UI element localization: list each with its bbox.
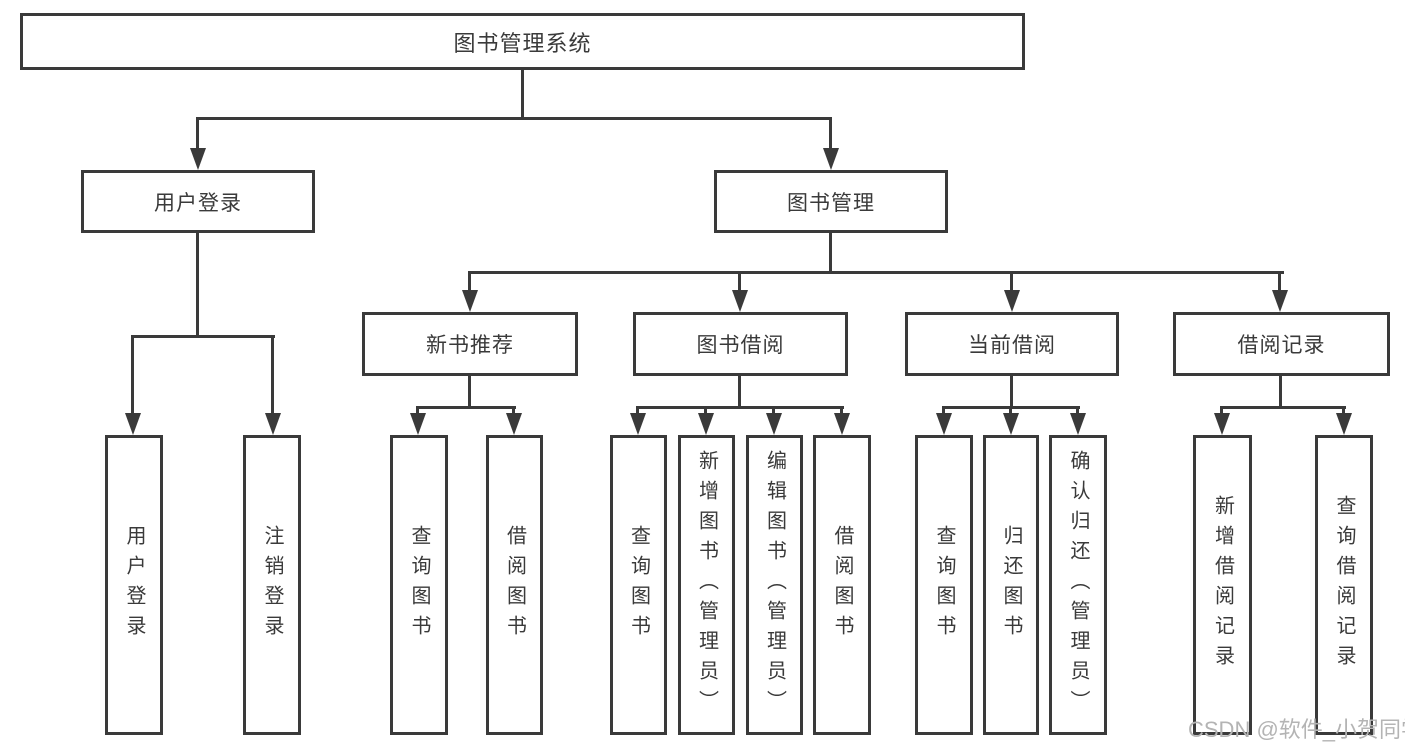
- connector-line: [1278, 271, 1281, 293]
- connector-arrow: [936, 413, 952, 435]
- connector-line: [1220, 406, 1223, 418]
- node-label: 新书推荐: [426, 334, 514, 357]
- node-label: 借阅图书: [831, 525, 853, 645]
- connector-arrow: [506, 413, 522, 435]
- node-borrowing-records: 借阅记录: [1173, 312, 1390, 376]
- connector-line: [772, 406, 775, 418]
- connector-line: [521, 70, 524, 119]
- connector-line: [468, 271, 471, 293]
- node-label: 查询借阅记录: [1333, 495, 1355, 675]
- leaf-confirm-return-admin: 确认归还（管理员）: [1049, 435, 1107, 735]
- node-book-management: 图书管理: [714, 170, 948, 233]
- node-label: 归还图书: [1000, 525, 1022, 645]
- leaf-logout-login: 注销登录: [243, 435, 301, 735]
- connector-line: [271, 335, 274, 415]
- connector-line: [1076, 406, 1079, 418]
- leaf-query-books-3: 查询图书: [915, 435, 973, 735]
- connector-line: [829, 233, 832, 274]
- connector-arrow: [1003, 413, 1019, 435]
- connector-arrow: [1336, 413, 1352, 435]
- connector-line: [1009, 406, 1012, 418]
- connector-line: [512, 406, 515, 418]
- connector-line: [132, 335, 275, 338]
- node-label: 新增借阅记录: [1211, 495, 1234, 675]
- connector-line: [1342, 406, 1345, 418]
- node-label: 编辑图书（管理员）: [763, 450, 786, 720]
- connector-line: [704, 406, 707, 418]
- connector-line: [197, 117, 832, 120]
- connector-line: [1010, 271, 1013, 293]
- connector-line: [738, 271, 741, 293]
- node-label: 借阅记录: [1237, 334, 1326, 357]
- connector-arrow: [823, 148, 839, 170]
- node-label: 新增图书（管理员）: [695, 450, 718, 720]
- node-label: 当前借阅: [968, 334, 1056, 357]
- leaf-borrow-books-2: 借阅图书: [813, 435, 871, 735]
- connector-line: [829, 117, 832, 152]
- connector-arrow: [1004, 290, 1020, 312]
- connector-line: [636, 406, 844, 409]
- connector-arrow: [1272, 290, 1288, 312]
- connector-arrow: [732, 290, 748, 312]
- connector-arrow: [265, 413, 281, 435]
- node-label: 确认归还（管理员）: [1067, 450, 1089, 720]
- node-label: 查询图书: [408, 525, 430, 645]
- connector-arrow: [698, 413, 714, 435]
- node-label: 借阅图书: [503, 525, 526, 645]
- connector-arrow: [462, 290, 478, 312]
- node-label: 注销登录: [261, 525, 283, 645]
- connector-line: [738, 376, 741, 409]
- leaf-return-books: 归还图书: [983, 435, 1039, 735]
- connector-line: [1279, 376, 1282, 409]
- connector-arrow: [630, 413, 646, 435]
- node-label: 查询图书: [627, 525, 650, 645]
- node-label: 查询图书: [933, 525, 955, 645]
- connector-arrow: [1070, 413, 1086, 435]
- leaf-user-login: 用户登录: [105, 435, 163, 735]
- connector-line: [468, 376, 471, 409]
- leaf-edit-book-admin: 编辑图书（管理员）: [746, 435, 803, 735]
- connector-arrow: [190, 148, 206, 170]
- leaf-add-book-admin: 新增图书（管理员）: [678, 435, 735, 735]
- leaf-add-borrow-record: 新增借阅记录: [1193, 435, 1252, 735]
- leaf-borrow-books: 借阅图书: [486, 435, 543, 735]
- connector-line: [196, 117, 199, 152]
- node-label: 图书借阅: [696, 334, 785, 357]
- connector-line: [1010, 376, 1013, 409]
- node-label: 图书管理系统: [453, 30, 592, 56]
- leaf-query-books: 查询图书: [390, 435, 448, 735]
- node-new-book-recommendation: 新书推荐: [362, 312, 578, 376]
- node-label: 图书管理: [787, 191, 875, 215]
- node-current-borrowing: 当前借阅: [905, 312, 1119, 376]
- node-library-system: 图书管理系统: [20, 13, 1025, 70]
- connector-arrow: [410, 413, 426, 435]
- connector-arrow: [834, 413, 850, 435]
- node-label: 用户登录: [154, 191, 242, 215]
- connector-line: [131, 335, 134, 415]
- csdn-watermark: CSDN @软件_小贺同学: [1188, 717, 1405, 742]
- connector-line: [196, 233, 199, 337]
- leaf-query-books-2: 查询图书: [610, 435, 667, 735]
- connector-line: [417, 406, 516, 409]
- connector-arrow: [1214, 413, 1230, 435]
- connector-line: [840, 406, 843, 418]
- connector-line: [942, 406, 945, 418]
- node-user-login: 用户登录: [81, 170, 315, 233]
- node-book-borrowing: 图书借阅: [633, 312, 848, 376]
- connector-arrow: [125, 413, 141, 435]
- connector-line: [416, 406, 419, 418]
- leaf-query-borrow-record: 查询借阅记录: [1315, 435, 1373, 735]
- connector-line: [636, 406, 639, 418]
- connector-arrow: [766, 413, 782, 435]
- node-label: 用户登录: [123, 525, 145, 645]
- connector-line: [1220, 406, 1346, 409]
- connector-line: [468, 271, 1284, 274]
